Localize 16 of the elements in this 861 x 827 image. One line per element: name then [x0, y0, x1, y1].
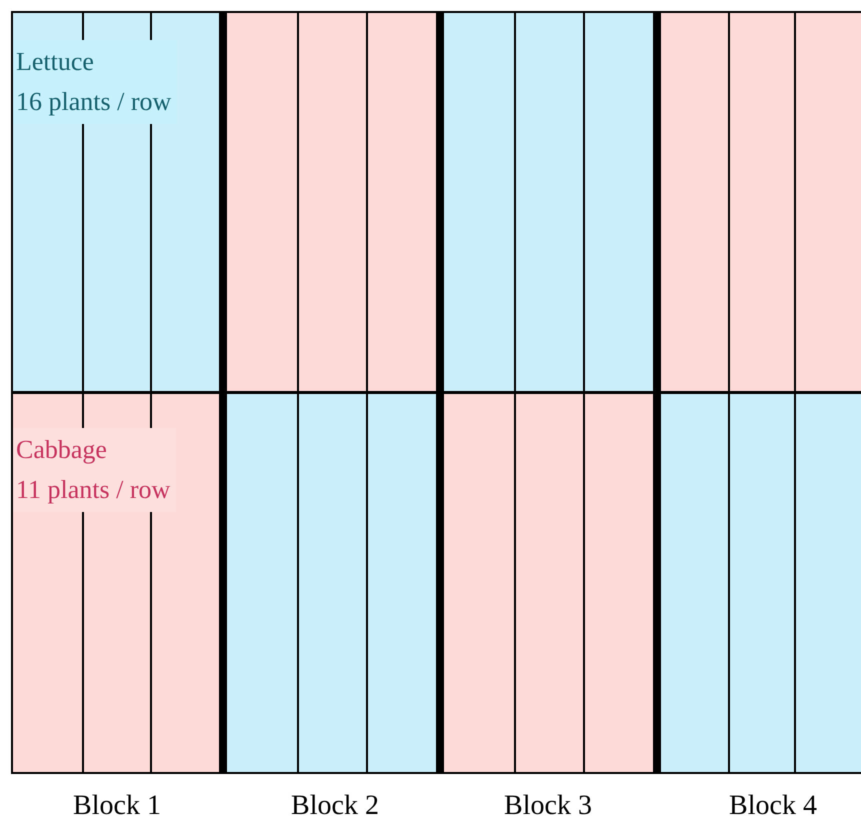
crop-name: Lettuce: [16, 46, 95, 78]
plant-density: 11 plants / row: [16, 474, 170, 506]
plot-band: [227, 13, 436, 391]
plot-band: [444, 394, 653, 772]
crop-name: Cabbage: [16, 434, 108, 466]
plant-density: 16 plants / row: [16, 86, 172, 118]
plot-band: [13, 13, 219, 391]
block-label: Block 2: [291, 789, 379, 823]
block-label: Block 4: [729, 789, 817, 823]
plot-band: [661, 394, 861, 772]
plot-band: [13, 394, 219, 772]
block-label: Block 3: [504, 789, 592, 823]
block-label: Block 1: [73, 789, 161, 823]
plot-band: [661, 13, 861, 391]
plot-band: [444, 13, 653, 391]
plot-band: [227, 394, 436, 772]
